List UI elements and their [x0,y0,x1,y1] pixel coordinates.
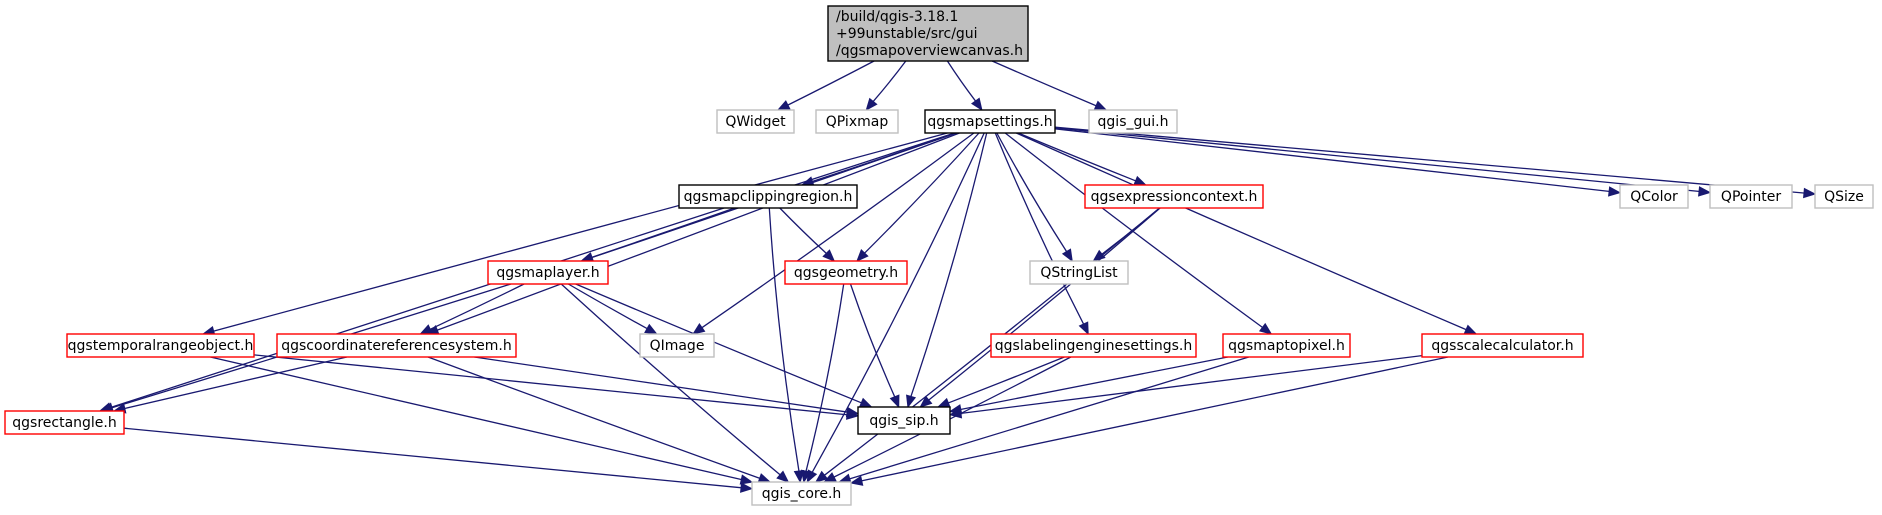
edge-qgsmapsettings-to-qimage [692,132,975,335]
node-label: qgsgeometry.h [794,265,898,281]
node-label: QPointer [1721,189,1781,205]
edge-qgsmapsettings-to-qcolor [1054,128,1622,197]
edge-qgsmaplayer-to-qgis_core [560,283,790,483]
node-qpointer[interactable]: QPointer [1709,184,1793,209]
node-qsize[interactable]: QSize [1814,184,1874,209]
node-label: qgsrectangle.h [12,415,116,431]
edge-qgsmapsettings-to-qgsexpressioncontext [1017,132,1148,186]
edge-qgsmapsettings-to-qgsmaptopixel [1004,132,1273,335]
node-label: /build/qgis-3.18.1 [836,9,958,25]
node-qgsscalecalculator[interactable]: qgsscalecalculator.h [1421,333,1584,358]
edge-qgsmapsettings-to-qgsgeometry [856,132,980,262]
edge-qgsmapsettings-to-qgis_sip [906,132,988,409]
node-qgsmapsettings[interactable]: qgsmapsettings.h [924,109,1056,134]
edge-root-to-qgis_gui [991,60,1108,111]
edge-root-to-qwidget [776,60,875,111]
node-label: QImage [650,338,705,354]
node-label: qgstemporalrangeobject.h [68,338,254,354]
node-qgsexpressioncontext[interactable]: qgsexpressioncontext.h [1084,184,1264,209]
node-qcolor[interactable]: QColor [1619,184,1689,209]
node-qgis_core[interactable]: qgis_core.h [751,481,852,506]
edge-qgsgeometry-to-qgis_sip [849,283,900,409]
edge-qgslabelingenginesettings-to-qgis_sip [936,356,1065,408]
edge-qgsmaplayer-to-qgis_sip [575,283,873,408]
node-qpixmap[interactable]: QPixmap [815,109,899,134]
node-label: QStringList [1040,265,1118,281]
node-label: QPixmap [826,114,889,130]
edge-qgsmapclippingregion-to-qgis_core [768,207,805,484]
node-label: qgsmapclippingregion.h [684,189,853,205]
node-label: qgsexpressioncontext.h [1091,189,1258,205]
node-label: qgsmapsettings.h [927,114,1052,130]
node-qimage[interactable]: QImage [639,333,715,358]
edge-qgsmapsettings-to-qgslabelingenginesettings [994,132,1089,336]
edge-qgscoordinatereferencesystem-to-qgsrectangle [112,356,348,414]
node-root[interactable]: /build/qgis-3.18.1+99unstable/src/gui/qg… [827,5,1029,62]
node-qstringlist[interactable]: QStringList [1029,260,1129,285]
edge-qgsmapsettings-to-qgscoordinatereferencesystem [425,132,960,335]
node-label: +99unstable/src/gui [836,26,978,42]
edge-qgsmapclippingregion-to-qgsmaplayer [580,207,735,263]
node-qgsmapclippingregion[interactable]: qgsmapclippingregion.h [678,184,858,209]
edge-qgsmapsettings-to-qpointer [1054,127,1712,197]
edge-qgscoordinatereferencesystem-to-qgis_sip [474,356,860,418]
edge-qgstemporalrangeobject-to-qgis_core [210,356,754,485]
node-label: qgsscalecalculator.h [1431,338,1573,354]
node-qgscoordinatereferencesystem[interactable]: qgscoordinatereferencesystem.h [276,333,517,358]
edge-qgsmapsettings-to-qstringlist [996,132,1073,263]
dependency-nodes: /build/qgis-3.18.1+99unstable/src/gui/qg… [4,5,1874,506]
edge-qgscoordinatereferencesystem-to-qgis_core [427,356,772,484]
edge-qgsmapsettings-to-qsize [1054,126,1817,199]
edge-qgsgeometry-to-qgis_core [800,283,845,484]
node-label: qgsmaptopixel.h [1228,338,1345,354]
node-label: qgis_gui.h [1098,114,1169,130]
node-qgslabelingenginesettings[interactable]: qgslabelingenginesettings.h [990,333,1197,358]
edge-qgsrectangle-to-qgis_core [123,427,754,493]
edge-root-to-qgsmapsettings [946,60,983,112]
edge-root-to-qpixmap [865,60,907,112]
node-label: /qgsmapoverviewcanvas.h [836,43,1023,59]
node-qwidget[interactable]: QWidget [716,109,795,134]
node-qgstemporalrangeobject[interactable]: qgstemporalrangeobject.h [66,333,255,358]
edge-qgsmapclippingregion-to-qgsgeometry [779,207,836,262]
node-qgis_gui[interactable]: qgis_gui.h [1088,109,1178,134]
node-qgsrectangle[interactable]: qgsrectangle.h [4,410,125,435]
node-label: qgscoordinatereferencesystem.h [281,338,512,354]
edge-qgsscalecalculator-to-qgis_sip [948,354,1423,419]
edge-qgsmaplayer-to-qimage [567,283,658,335]
node-label: qgsmaplayer.h [496,265,599,281]
node-qgsgeometry[interactable]: qgsgeometry.h [784,260,908,285]
node-label: qgis_core.h [762,486,842,502]
edge-qgsmaplayer-to-qgscoordinatereferencesystem [419,283,525,335]
node-label: qgslabelingenginesettings.h [995,338,1192,354]
node-qgsmaplayer[interactable]: qgsmaplayer.h [487,260,609,285]
node-label: qgis_sip.h [869,413,938,429]
node-label: QColor [1630,189,1678,205]
dependency-edges [98,60,1817,493]
node-qgis_sip[interactable]: qgis_sip.h [857,406,951,435]
node-qgsmaptopixel[interactable]: qgsmaptopixel.h [1222,333,1351,358]
node-label: QSize [1824,189,1864,205]
edge-qgsmapsettings-to-qgsscalecalculator [1016,132,1478,335]
edge-qgsexpressioncontext-to-qgis_sip [919,207,1161,408]
node-label: QWidget [725,114,786,130]
edge-qgsscalecalculator-to-qgis_core [849,356,1449,486]
